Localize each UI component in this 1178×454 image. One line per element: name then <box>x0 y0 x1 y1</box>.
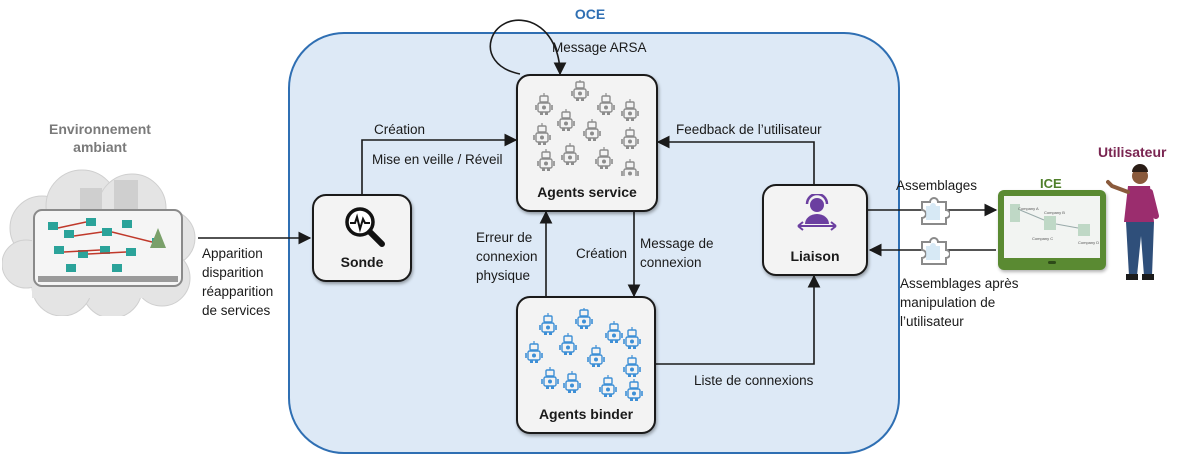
label-erreur-line: connexion <box>476 249 538 264</box>
label-apparition-line: Apparition <box>202 246 263 261</box>
robot-icon <box>605 321 623 343</box>
label-assemblages-apres-line: l’utilisateur <box>900 314 964 329</box>
robot-icon <box>575 308 593 329</box>
robot-icon <box>595 147 613 169</box>
label-apparition: Apparition disparition réapparition de s… <box>202 244 273 320</box>
agents-service-label: Agents service <box>537 184 637 200</box>
edge-message-arsa <box>489 19 567 76</box>
label-erreur: Erreur de connexion physique <box>476 228 538 285</box>
robot-icon <box>621 159 639 176</box>
label-apparition-line: de services <box>202 303 271 318</box>
ice-screen-label: Company C <box>1032 236 1054 241</box>
oce-title: OCE <box>574 6 606 22</box>
robot-icon <box>563 371 581 393</box>
label-apparition-line: réapparition <box>202 284 274 299</box>
label-message-arsa: Message ARSA <box>552 40 647 55</box>
ice-tablet: Company A Company B Company C Company D <box>998 190 1106 270</box>
label-message-connexion-line: Message de <box>640 236 714 251</box>
robot-icon <box>587 345 605 367</box>
robot-icon <box>533 123 551 145</box>
sonde-label: Sonde <box>340 254 384 270</box>
robot-icon <box>597 93 615 115</box>
label-erreur-line: Erreur de <box>476 230 533 245</box>
label-creation-top: Création <box>374 122 426 137</box>
robot-icon <box>525 341 543 363</box>
robot-icon <box>623 355 641 377</box>
liaison-node: Liaison <box>762 184 868 276</box>
support-agent-icon <box>797 194 837 231</box>
robot-icon <box>535 93 553 115</box>
agents-binder-label: Agents binder <box>538 406 634 422</box>
ice-screen: Company A Company B Company C Company D <box>1004 196 1100 258</box>
robot-icon <box>541 367 559 389</box>
user-figure-icon <box>1106 164 1159 280</box>
ice-screen-graph <box>1010 204 1090 236</box>
robot-icon-group <box>533 80 639 176</box>
user-title: Utilisateur <box>1098 144 1167 160</box>
robot-icon <box>623 327 641 349</box>
sonde-node: Sonde <box>312 194 412 282</box>
robot-icon <box>557 109 575 131</box>
puzzle-icon <box>921 197 950 225</box>
label-mise-en-veille: Mise en veille / Réveil <box>372 152 503 167</box>
robot-icon <box>537 149 555 171</box>
agents-binder-node: Agents binder <box>516 296 656 434</box>
robot-icon <box>539 313 557 335</box>
label-message-connexion-line: connexion <box>640 255 702 270</box>
robot-icon <box>621 127 639 149</box>
robot-icon <box>571 80 589 101</box>
ice-title: ICE <box>1040 176 1062 191</box>
robot-icon <box>625 379 643 401</box>
robot-icon <box>583 119 601 141</box>
robot-icon <box>621 99 639 121</box>
label-assemblages-apres-line: Assemblages après <box>900 276 1019 291</box>
label-creation-mid: Création <box>576 246 628 261</box>
puzzle-icon <box>921 237 950 265</box>
agents-service-node: Agents service <box>516 74 658 212</box>
environment-title-text: Environnement ambiant <box>49 121 151 155</box>
label-liste-connexions: Liste de connexions <box>694 373 814 388</box>
edge-feedback <box>656 135 815 184</box>
environment-cloud-illustration <box>2 169 196 316</box>
label-assemblages: Assemblages <box>896 178 978 193</box>
label-message-connexion: Message de connexion <box>640 234 714 272</box>
robot-icon <box>561 143 579 165</box>
ice-screen-label: Company D <box>1078 240 1100 245</box>
environment-title: Environnement ambiant <box>40 120 160 156</box>
liaison-label: Liaison <box>790 248 840 264</box>
label-assemblages-apres-line: manipulation de <box>900 295 996 310</box>
label-erreur-line: physique <box>476 268 531 283</box>
label-feedback: Feedback de l’utilisateur <box>676 122 822 137</box>
label-apparition-line: disparition <box>202 265 264 280</box>
ice-screen-label: Company B <box>1044 210 1065 215</box>
home-button-icon <box>1048 261 1056 264</box>
robot-icon <box>599 375 617 397</box>
label-assemblages-apres: Assemblages après manipulation de l’util… <box>900 274 1019 331</box>
magnifier-pulse-icon <box>345 207 385 247</box>
ice-screen-label: Company A <box>1018 206 1039 211</box>
edge-liste-connexions <box>656 274 821 365</box>
edge-sonde-to-service <box>361 133 518 194</box>
robot-icon <box>559 333 577 355</box>
robot-icon-group <box>525 308 643 401</box>
